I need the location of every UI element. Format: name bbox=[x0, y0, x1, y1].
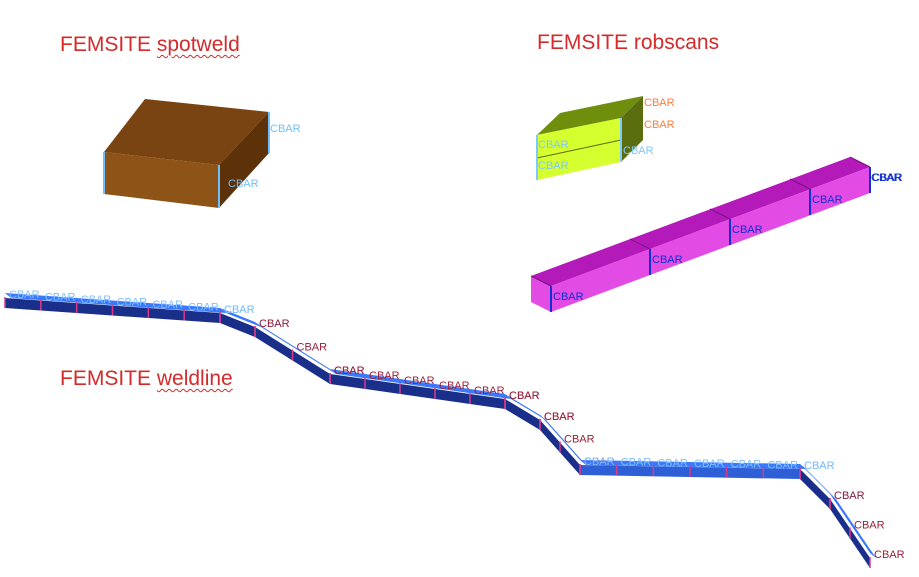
weldline-cbar-label: CBAR bbox=[334, 365, 365, 377]
beam-top-face bbox=[531, 157, 870, 286]
spotweld-cbar-label: CBAR bbox=[228, 178, 259, 190]
beam-long-face bbox=[551, 167, 870, 312]
weldline-cbar-label: CBAR bbox=[509, 390, 540, 402]
robscans-cbar-label: CBAR bbox=[644, 97, 675, 109]
spotweld-title: FEMSITE spotweld bbox=[60, 33, 240, 57]
weldline-segment-top bbox=[800, 464, 836, 499]
weldline-element[interactable]: CBAR CBAR CBAR CBAR CBAR CBAR CBAR CBAR CBAR CBAR… bbox=[4, 289, 905, 568]
weldline-cbar-label: CBAR bbox=[297, 342, 328, 354]
weldline-cbar-label: CBAR bbox=[224, 304, 255, 316]
weldline-cbar-label: CBAR bbox=[854, 520, 885, 532]
weldline-title: FEMSITE weldline bbox=[60, 367, 233, 391]
weldline-cbar-label: CBAR bbox=[804, 460, 835, 472]
weldline-cbar-label: CBAR bbox=[584, 456, 615, 468]
weldline-cbar-label: CBAR bbox=[259, 318, 290, 330]
weldline-segment-face bbox=[800, 469, 830, 509]
weldline-segment-top bbox=[505, 394, 546, 420]
weldline-cbar-label: CBAR bbox=[259, 318, 290, 330]
robscans-segment-line bbox=[620, 117, 644, 141]
robscans-cbar-label: CBAR bbox=[623, 145, 654, 157]
weldline-cbar-label: CBAR bbox=[874, 549, 905, 561]
weldline-cbar-label: CBAR bbox=[767, 459, 798, 471]
beam-cbar-label: CBAR bbox=[732, 224, 763, 236]
beam-cbar-label: CBAR bbox=[871, 172, 902, 184]
weldline-segment-face bbox=[220, 313, 255, 337]
weldline-cbar-label: CBAR bbox=[152, 299, 183, 311]
spotweld-element[interactable]: CBAR CBAR bbox=[103, 99, 301, 208]
weldline-cbar-label: CBAR bbox=[188, 302, 219, 314]
weldline-cbar-label: CBAR bbox=[334, 365, 365, 377]
weldline-segment-face bbox=[505, 399, 540, 430]
robscans-title-prefix: FEMSITE bbox=[537, 31, 629, 54]
spotweld-top-face bbox=[104, 99, 269, 165]
weldline-cbar-label: CBAR bbox=[544, 411, 575, 423]
weldline-segment-top bbox=[330, 369, 511, 399]
weldline-cbar-label: CBAR bbox=[474, 385, 505, 397]
beam-cbar-label: CBAR bbox=[872, 172, 903, 184]
robscans-segment-line bbox=[536, 139, 622, 159]
beam-front-face bbox=[531, 276, 551, 312]
weldline-cbar-label: CBAR bbox=[584, 456, 615, 468]
weldline-segment-top bbox=[5, 293, 226, 313]
beam-cbar-label: CBAR bbox=[553, 291, 584, 303]
weldline-cbar-label: CBAR bbox=[81, 294, 112, 306]
spotweld-front-face bbox=[104, 152, 219, 208]
spotweld-cbar-label: CBAR bbox=[270, 123, 301, 135]
robscans-cbar-label: CBAR bbox=[538, 160, 569, 172]
weldline-segment-face bbox=[330, 374, 505, 409]
weldline-cbar-label: CBAR bbox=[621, 457, 652, 469]
weldline-cbar-label: CBAR bbox=[439, 380, 470, 392]
weldline-cbar-label: CBAR bbox=[731, 459, 762, 471]
weldline-cbar-label: CBAR bbox=[369, 370, 400, 382]
weldline-cbar-label: CBAR bbox=[834, 490, 865, 502]
robscans-element[interactable]: CBAR CBAR CBAR CBAR CBAR bbox=[536, 96, 675, 180]
spotweld-title-name: spotweld bbox=[156, 33, 240, 56]
weldline-cbar-label: CBAR bbox=[9, 289, 40, 301]
weldline-title-prefix: FEMSITE bbox=[60, 367, 152, 390]
robscans-cbar-label: CBAR bbox=[538, 139, 569, 151]
beam-divider bbox=[709, 208, 731, 220]
weldline-segment-top bbox=[580, 460, 806, 469]
weldline-cbar-label: CBAR bbox=[45, 292, 76, 304]
beam-cbar-label: CBAR bbox=[812, 194, 843, 206]
weldline-segment-top bbox=[255, 322, 336, 374]
weldline-segment-top bbox=[830, 494, 876, 558]
weldline-cbar-label: CBAR bbox=[224, 304, 255, 316]
weldline-title-name: weldline bbox=[156, 367, 233, 390]
weldline-cbar-label: CBAR bbox=[544, 411, 575, 423]
beam-cbar-label: CBAR bbox=[652, 254, 683, 266]
weldline-cbar-label: CBAR bbox=[404, 375, 435, 387]
robscans-top-face bbox=[537, 96, 643, 135]
robscans-beam[interactable]: CBAR CBAR CBAR CBAR CBAR CBAR bbox=[530, 156, 903, 312]
robscans-cbar-label: CBAR bbox=[644, 119, 675, 131]
beam-divider bbox=[530, 275, 552, 287]
weldline-cbar-label: CBAR bbox=[804, 460, 835, 472]
weldline-cbar-label: CBAR bbox=[657, 457, 688, 469]
spotweld-side-face bbox=[219, 112, 269, 208]
beam-divider bbox=[629, 238, 651, 250]
weldline-cbar-label: CBAR bbox=[509, 390, 540, 402]
robscans-title-name: robscans bbox=[633, 31, 720, 54]
spotweld-title-prefix: FEMSITE bbox=[60, 33, 152, 56]
weldline-segment-top bbox=[220, 308, 261, 327]
beam-divider bbox=[789, 178, 811, 190]
weldline-cbar-label: CBAR bbox=[564, 434, 595, 446]
weldline-cbar-label: CBAR bbox=[117, 297, 148, 309]
weldline-cbar-label: CBAR bbox=[834, 490, 865, 502]
beam-divider bbox=[849, 156, 871, 168]
robscans-title: FEMSITE robscans bbox=[537, 31, 719, 55]
weldline-segment-top bbox=[540, 415, 586, 465]
weldline-cbar-label: CBAR bbox=[694, 458, 725, 470]
